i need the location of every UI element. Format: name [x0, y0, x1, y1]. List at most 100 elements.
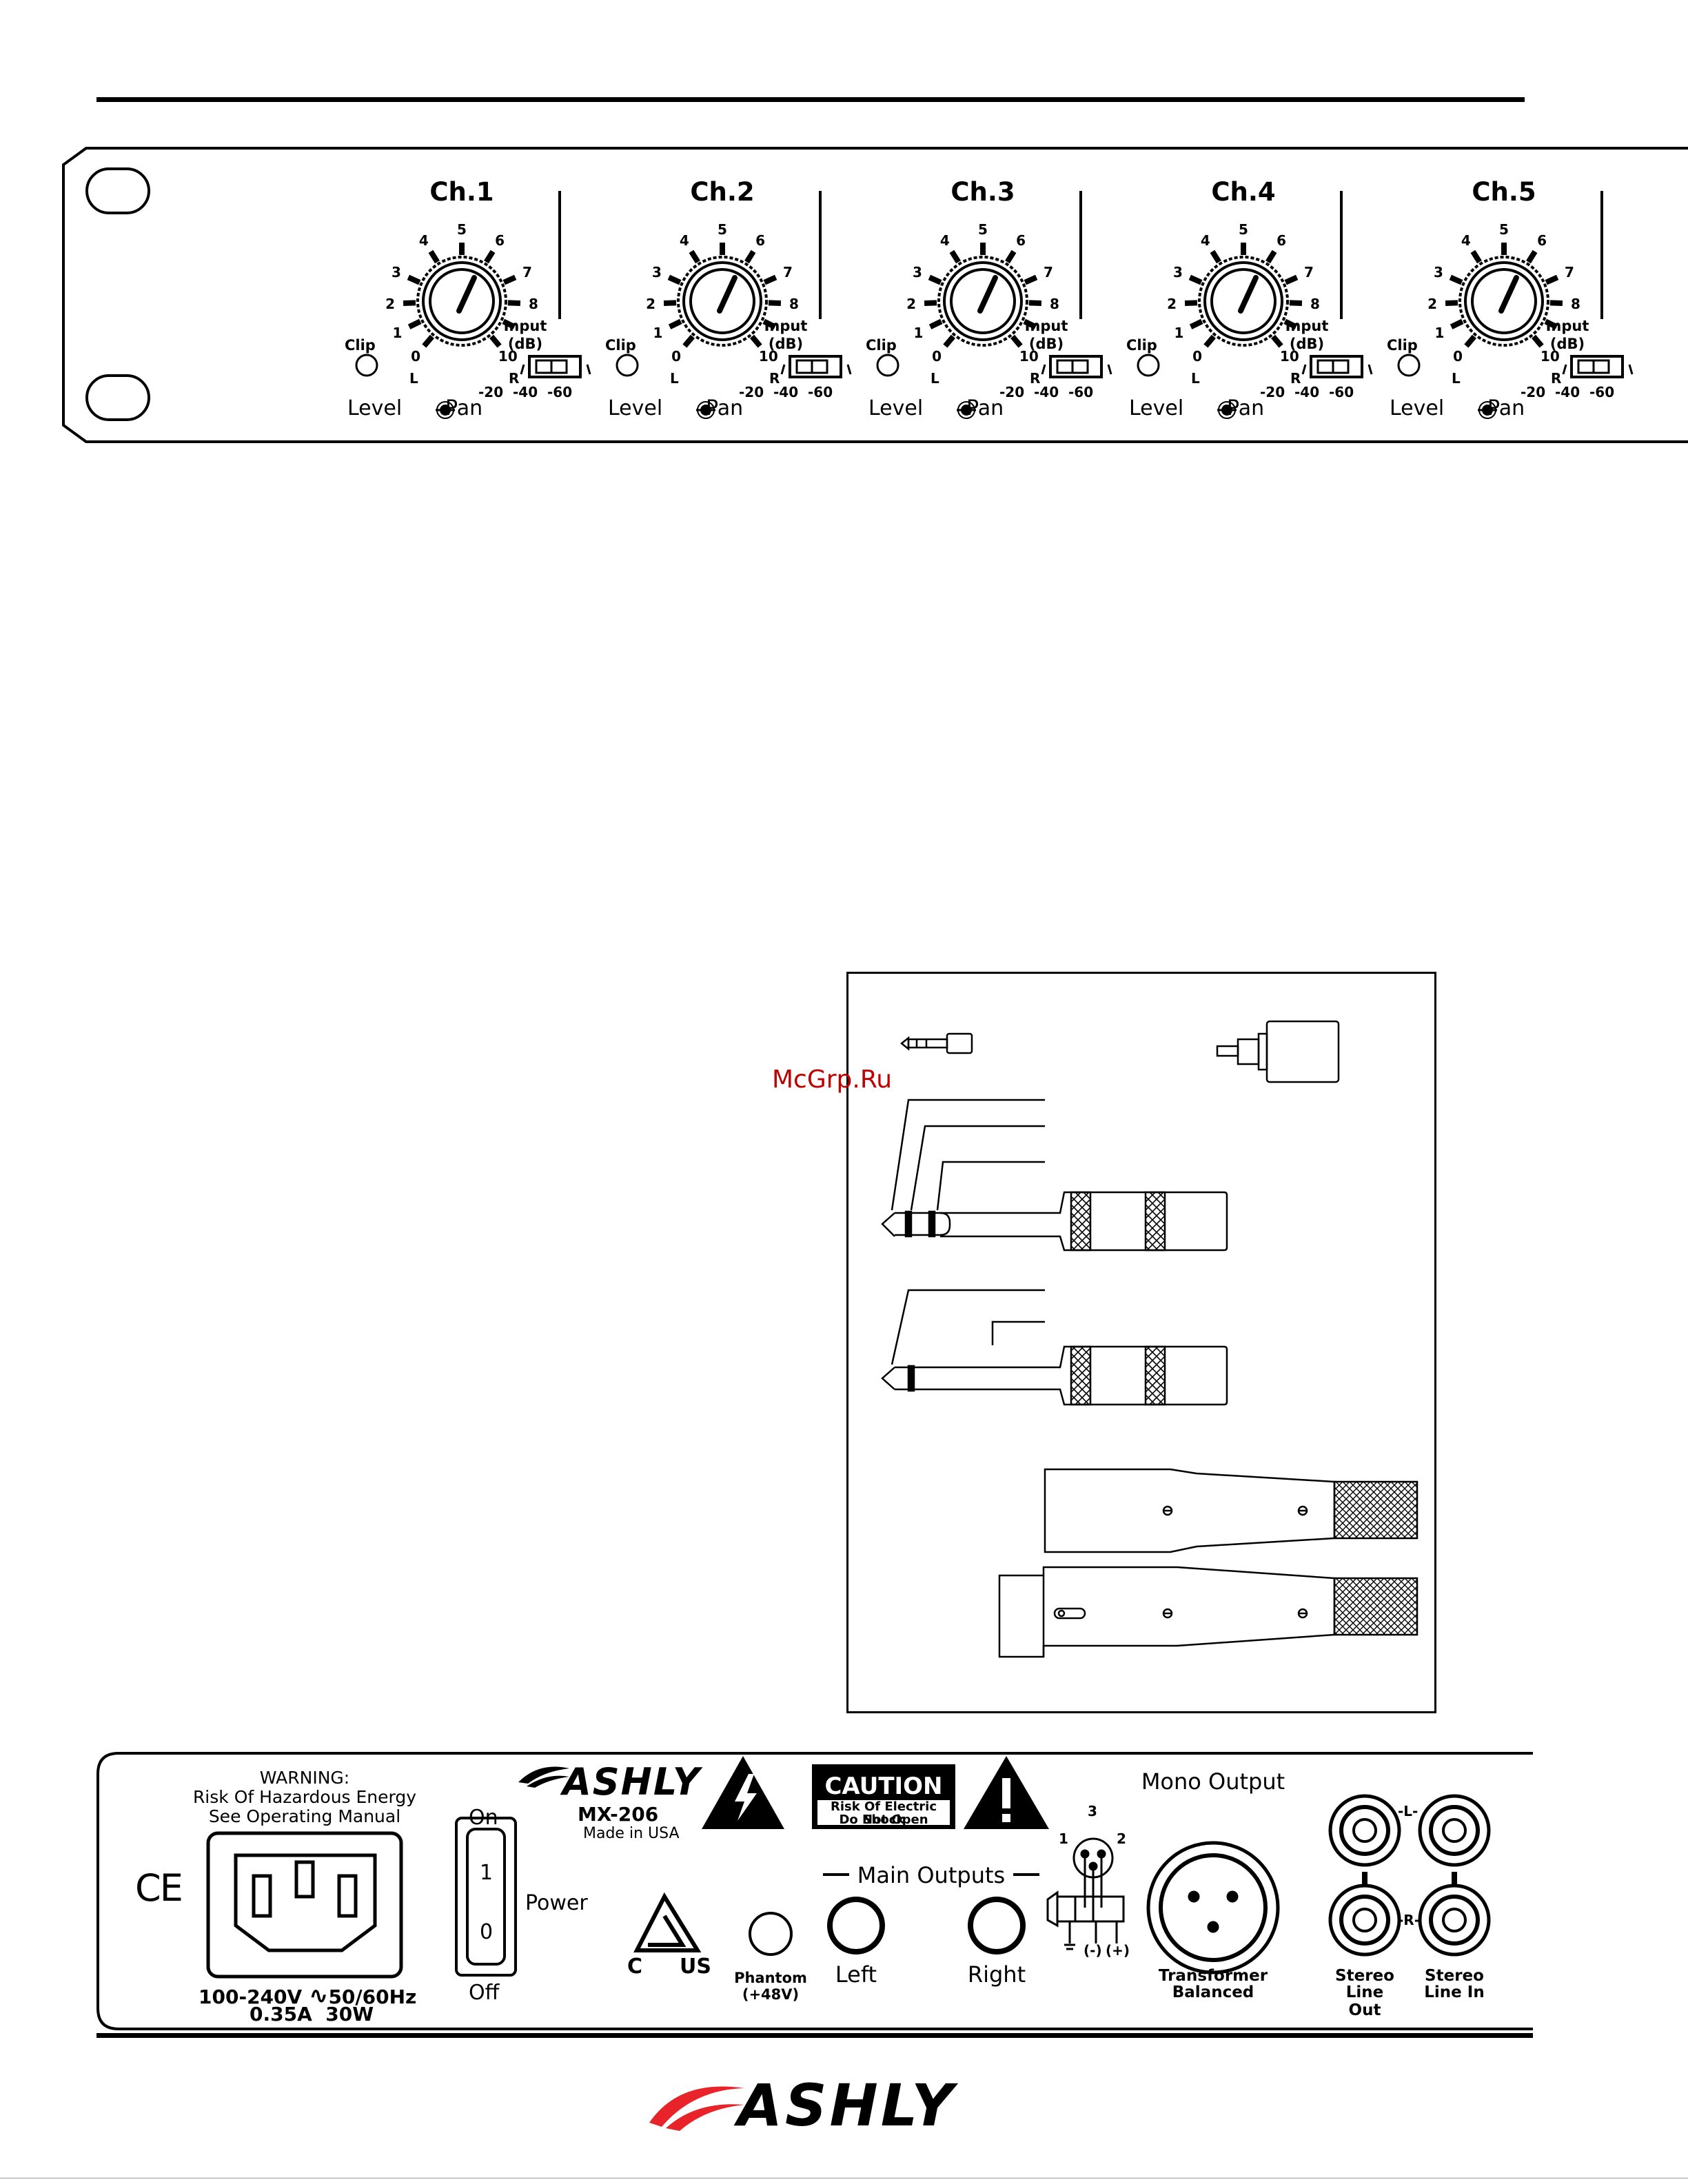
xlr-male-plug-icon [1044, 1468, 1418, 1553]
knob-tick [502, 274, 517, 285]
level-pan-knob[interactable] [937, 256, 1028, 347]
knob-scale-label: 8 [789, 295, 799, 312]
level-pan-knob[interactable] [1198, 256, 1289, 347]
stereo-in-label-2: Line In [1424, 1983, 1485, 2001]
knob-scale-label: 4 [679, 232, 689, 249]
footer-logo-swoosh [649, 2086, 744, 2131]
knob-cap [1471, 268, 1537, 334]
knob-scale-label: 2 [385, 295, 396, 312]
warning-triangle-icon [964, 1756, 1049, 1829]
left-channel-marker: -L- [1398, 1803, 1418, 1819]
input-unit-label: (dB) [507, 336, 543, 352]
pan-right-label: R [1551, 370, 1562, 387]
knob-tick [1024, 274, 1038, 285]
knob-tick [943, 334, 955, 348]
level-pan-knob[interactable] [1458, 256, 1549, 347]
input-gain-switch[interactable] [789, 355, 842, 378]
power-label: Power [525, 1891, 588, 1915]
ce-mark: CE [135, 1866, 183, 1910]
knob-scale-label: 10 [758, 347, 778, 365]
knob-tick [682, 334, 695, 348]
input-option-60: -60 [1068, 384, 1094, 400]
switch-one-label: 1 [480, 1861, 494, 1885]
stereo-line-in-left-jack[interactable] [1418, 1794, 1491, 1867]
footer-brand: ASHLY [738, 2072, 957, 2139]
switch-bracket [1041, 364, 1112, 375]
input-gain-switch[interactable] [1310, 355, 1363, 378]
knob-scale-label: 5 [1499, 221, 1509, 238]
input-gain-switch[interactable] [1570, 355, 1624, 378]
right-output-label: Right [967, 1961, 1026, 1988]
rear-brand: ASHLY [562, 1760, 701, 1804]
knob-tick [1023, 318, 1037, 329]
clip-led [355, 354, 378, 377]
mono-output-xlr-jack[interactable] [1146, 1841, 1280, 1974]
switch-bracket [780, 364, 852, 375]
knob-tick [403, 300, 416, 306]
channel-title: Ch.5 [1472, 177, 1536, 207]
knob-tick [1544, 318, 1558, 329]
stereo-line-in-right-jack[interactable] [1418, 1884, 1491, 1957]
knob-tick [667, 274, 682, 285]
caution-label-box [817, 1800, 950, 1825]
knob-pointer [977, 275, 998, 314]
knob-tick [489, 334, 502, 348]
left-output-label: Left [835, 1961, 877, 1988]
knob-scale-label: 1 [1434, 324, 1445, 341]
input-gain-switch[interactable] [528, 355, 582, 378]
clip-label: Clip [1126, 337, 1157, 354]
level-pan-knob[interactable] [416, 256, 507, 347]
switch-on-label: On [469, 1806, 498, 1830]
knob-scale-label: 1 [653, 324, 663, 341]
knob-tick [1189, 318, 1203, 329]
input-unit-label: (dB) [768, 336, 804, 352]
level-label: Level [347, 396, 403, 420]
input-unit-label: (dB) [1549, 336, 1585, 352]
pan-label: Pan [1487, 396, 1525, 420]
knob-tick [459, 243, 465, 255]
pan-right-label: R [509, 370, 520, 387]
stereo-line-out-left-jack[interactable] [1328, 1794, 1401, 1867]
knob-tick [1010, 334, 1023, 348]
knob-tick [744, 249, 756, 264]
main-output-right-jack[interactable] [968, 1897, 1026, 1955]
pan-right-label: R [769, 370, 780, 387]
connector-drawings [881, 1020, 1418, 1658]
xlr-pin-3: 3 [1088, 1803, 1097, 1819]
clip-led [1397, 354, 1421, 377]
knob-scale-label: 4 [418, 232, 429, 249]
stereo-line-out-right-jack[interactable] [1328, 1884, 1401, 1957]
channel-4-graphics [1137, 191, 1373, 419]
channel-3-graphics [876, 191, 1112, 419]
clip-label: Clip [345, 337, 376, 354]
level-pan-knob[interactable] [677, 256, 768, 347]
channel-strip: Ch.2 Clip Level Pan Input (dB) -20 -40 -… [605, 141, 874, 458]
knob-tick [1271, 334, 1283, 348]
knob-scale-label: 7 [783, 263, 793, 280]
knob-tick [507, 300, 521, 306]
pan-left-label: L [409, 370, 418, 387]
main-output-left-jack[interactable] [827, 1897, 885, 1955]
stereo-out-label-1: Stereo [1335, 1967, 1394, 1985]
iec-power-inlet[interactable] [206, 1831, 403, 1979]
knob-scale-label: 4 [939, 232, 950, 249]
knob-tick [1028, 300, 1042, 306]
knob-tick [762, 318, 777, 329]
warning-text: WARNING: Risk Of Hazardous Energy See Op… [181, 1768, 429, 1826]
knob-cap [950, 268, 1016, 334]
knob-tick [980, 243, 986, 255]
power-rating-volts: 100-240V [199, 1986, 303, 2008]
knob-cap [1210, 268, 1277, 334]
input-option-20: -20 [1260, 384, 1285, 400]
power-switch[interactable] [455, 1817, 517, 1977]
knob-pointer [456, 275, 477, 314]
stereo-out-label-2: Line Out [1345, 1983, 1384, 2019]
knob-scale-label: 3 [652, 263, 662, 280]
knob-tick [1188, 274, 1203, 285]
input-gain-switch[interactable] [1049, 355, 1103, 378]
watermark: McGrp.Ru [772, 1065, 893, 1094]
knob-scale-label: 10 [1540, 347, 1560, 365]
knob-skirt [943, 261, 1023, 341]
knob-scale-label: 6 [1537, 232, 1547, 249]
rear-ashly-logo-swoosh [518, 1766, 569, 1788]
